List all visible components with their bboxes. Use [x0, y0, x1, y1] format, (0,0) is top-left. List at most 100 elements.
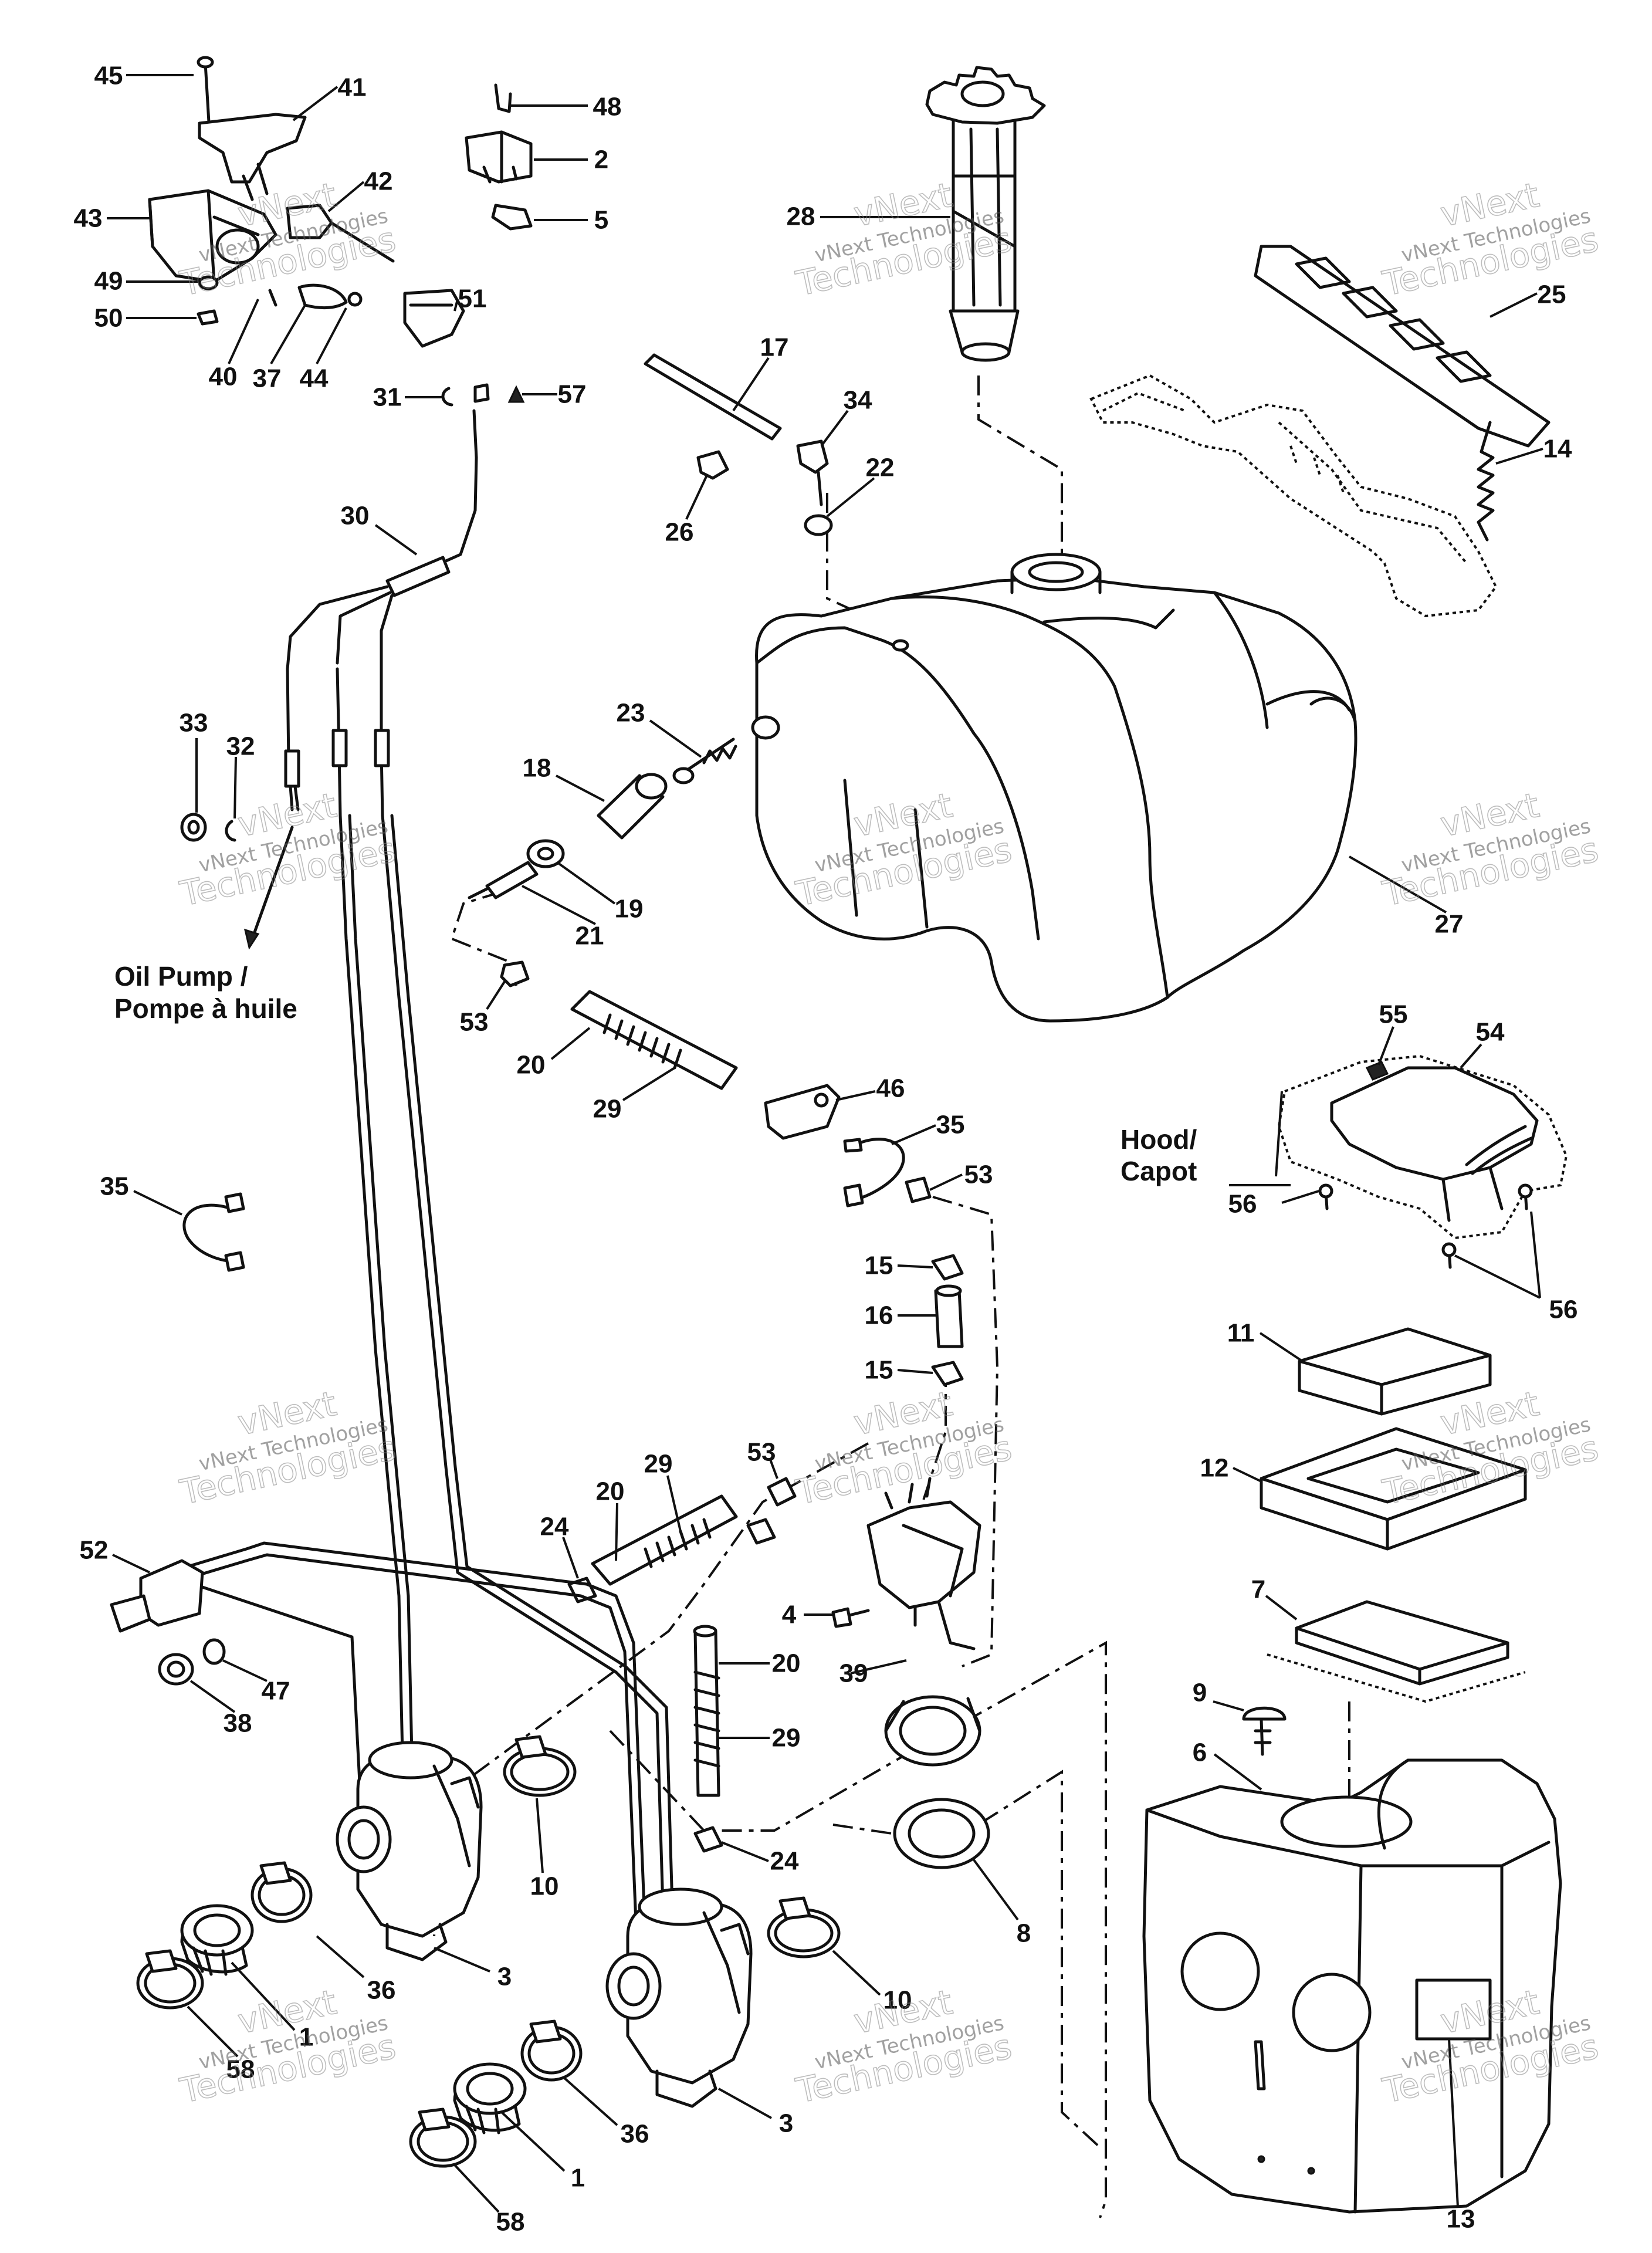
callout-25: 25 — [1538, 280, 1566, 309]
callout-3: 3 — [497, 1963, 512, 1991]
callout-47: 47 — [262, 1677, 290, 1706]
callout-15: 15 — [865, 1356, 893, 1385]
oil-pump-label-line2: Pompe à huile — [114, 993, 297, 1024]
callout-35: 35 — [100, 1172, 129, 1201]
callout-21: 21 — [576, 922, 604, 950]
hose-clamps-10 — [503, 1735, 841, 1958]
callout-26: 26 — [665, 518, 694, 547]
callout-13: 13 — [1447, 2205, 1475, 2234]
callout-36: 36 — [621, 2120, 649, 2149]
carburetor-3-lower — [605, 1887, 753, 2108]
callout-23: 23 — [617, 699, 645, 728]
callout-10: 10 — [530, 1872, 559, 1901]
callout-52: 52 — [80, 1536, 109, 1565]
throttle-housing-group — [148, 56, 533, 407]
callout-10: 10 — [883, 1986, 912, 2015]
fuel-gauge-28 — [925, 66, 1046, 362]
callout-29: 29 — [772, 1724, 801, 1753]
callout-53: 53 — [747, 1438, 776, 1467]
callout-20: 20 — [772, 1649, 801, 1678]
callout-48: 48 — [593, 93, 622, 121]
callout-15: 15 — [865, 1251, 893, 1280]
callout-41: 41 — [338, 73, 367, 102]
callout-58: 58 — [496, 2208, 525, 2237]
callout-40: 40 — [209, 363, 238, 391]
callout-2: 2 — [594, 146, 608, 174]
watermark: vNext vNext Technologies Technologies — [176, 784, 400, 914]
watermark: vNext vNext Technologies Technologies — [792, 1383, 1015, 1513]
fuel-line-fittings — [468, 353, 932, 1207]
watermark: vNext vNext Technologies Technologies — [792, 1981, 1015, 2111]
seat-frame-dotted — [1089, 374, 1498, 618]
callout-12: 12 — [1200, 1454, 1229, 1483]
callout-8: 8 — [1017, 1919, 1031, 1948]
callout-29: 29 — [644, 1450, 673, 1479]
callout-32: 32 — [226, 732, 255, 761]
intake-boot-8 — [884, 1695, 990, 1869]
notes: Oil Pump / Pompe à huile Hood/ Capot — [114, 961, 1197, 1186]
spring-14 — [1477, 421, 1495, 542]
callout-46: 46 — [876, 1074, 905, 1103]
manifold-1-upper — [136, 1861, 313, 2010]
callout-1: 1 — [571, 2164, 585, 2193]
carburetor-3-upper — [336, 1741, 483, 1961]
switch-52 — [110, 1541, 647, 1938]
callout-36: 36 — [367, 1976, 396, 2005]
callout-5: 5 — [594, 206, 608, 235]
callout-57: 57 — [558, 380, 587, 409]
strap-35-left — [182, 1192, 245, 1272]
callout-37: 37 — [253, 364, 282, 393]
callout-1: 1 — [299, 2023, 313, 2052]
callout-18: 18 — [523, 754, 551, 783]
callout-33: 33 — [180, 709, 208, 738]
callout-54: 54 — [1476, 1018, 1505, 1047]
hood-label-line1: Hood/ — [1120, 1124, 1197, 1155]
callout-28: 28 — [787, 202, 815, 231]
callout-42: 42 — [364, 167, 393, 196]
watermark: vNext vNext Technologies Technologies — [176, 1383, 400, 1513]
callout-49: 49 — [94, 267, 123, 296]
callout-51: 51 — [458, 285, 487, 313]
callout-20: 20 — [517, 1051, 546, 1080]
watermark: vNext vNext Technologies Technologies — [1379, 174, 1602, 304]
callout-44: 44 — [300, 364, 329, 393]
callout-16: 16 — [865, 1301, 893, 1330]
callout-29: 29 — [593, 1095, 622, 1124]
air-filter-group — [1142, 1327, 1562, 2214]
callout-43: 43 — [74, 204, 103, 233]
callout-27: 27 — [1435, 910, 1464, 939]
callout-11: 11 — [1227, 1319, 1255, 1348]
callout-34: 34 — [844, 386, 872, 415]
callout-9: 9 — [1193, 1679, 1207, 1707]
callout-35: 35 — [936, 1111, 965, 1139]
callout-20: 20 — [596, 1477, 625, 1506]
callout-53: 53 — [964, 1161, 993, 1189]
callout-56: 56 — [1549, 1295, 1578, 1324]
callout-38: 38 — [224, 1709, 252, 1738]
callout-53: 53 — [460, 1008, 489, 1037]
seat-bracket-25 — [1254, 245, 1551, 448]
callout-22: 22 — [866, 454, 895, 482]
callout-19: 19 — [615, 895, 644, 923]
manifold-1-lower — [409, 2019, 583, 2168]
callout-58: 58 — [226, 2055, 255, 2084]
hose-group-middle — [567, 1477, 797, 1853]
callout-55: 55 — [1379, 1000, 1408, 1029]
callout-17: 17 — [760, 333, 789, 362]
callout-7: 7 — [1251, 1575, 1265, 1604]
fuel-pump-39 — [831, 1254, 981, 1650]
hood-54 — [1277, 1054, 1568, 1269]
throttle-cables — [180, 409, 674, 1909]
watermark: vNext vNext Technologies Technologies — [1379, 784, 1602, 914]
callout-45: 45 — [94, 62, 123, 90]
leader-lines — [107, 74, 1543, 2213]
callout-14: 14 — [1543, 435, 1572, 464]
oil-pump-label-line1: Oil Pump / — [114, 961, 248, 992]
callout-6: 6 — [1193, 1738, 1207, 1767]
callout-56: 56 — [1228, 1190, 1257, 1219]
callout-31: 31 — [373, 383, 402, 412]
callout-24: 24 — [770, 1847, 799, 1876]
callout-50: 50 — [94, 304, 123, 333]
callout-30: 30 — [341, 502, 370, 530]
